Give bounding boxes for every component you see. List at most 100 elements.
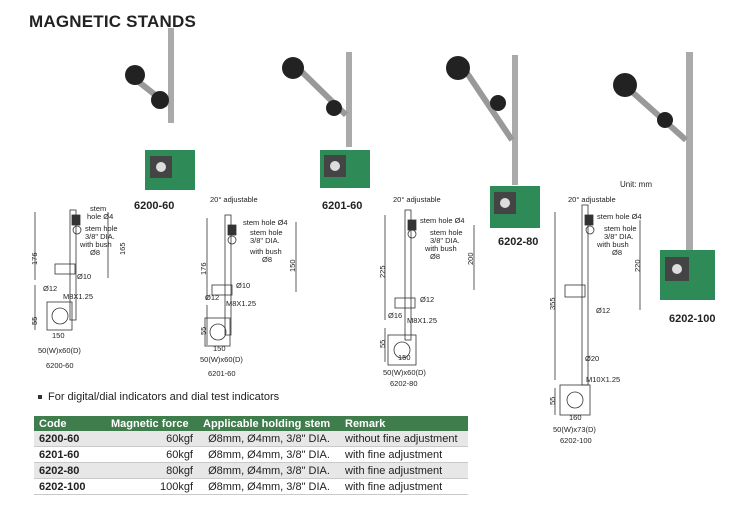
dimension-label: 176 bbox=[199, 262, 208, 275]
stem-hole-label: stem hole Ø4 bbox=[597, 212, 642, 221]
radius-label: 150 bbox=[398, 353, 411, 362]
thread-label: M8X1.25 bbox=[63, 292, 94, 301]
stem-hole-label: stem hole Ø4 bbox=[420, 216, 465, 225]
usage-note: For digital/dial indicators and dial tes… bbox=[38, 391, 279, 403]
stand-photo-6201-60 bbox=[282, 52, 370, 188]
table-cell: Ø8mm, Ø4mm, 3/8" DIA. bbox=[198, 446, 340, 463]
dimension-label: 165 bbox=[118, 242, 127, 255]
drawing-caption: 6202-100 bbox=[560, 436, 592, 445]
bush-diameter-label: Ø8 bbox=[90, 248, 101, 257]
stem-hole-dia-label: stem hole bbox=[250, 228, 283, 237]
stem-hole-dia-label: stem hole bbox=[430, 228, 463, 237]
column-header: Remark bbox=[340, 416, 468, 431]
dimension-label: 55 bbox=[548, 396, 557, 405]
dimension-label: 225 bbox=[378, 265, 387, 278]
stem-hole-label: stem bbox=[90, 204, 107, 213]
dimension-drawing-6202-100 bbox=[554, 204, 641, 416]
diameter-label: Ø12 bbox=[420, 295, 435, 304]
table-cell: Ø8mm, Ø4mm, 3/8" DIA. bbox=[198, 431, 340, 447]
base-size-label: 50(W)x60(D) bbox=[38, 346, 81, 355]
stem-hole-dia-label: 3/8" DIA. bbox=[604, 232, 634, 241]
stem-hole-label: hole Ø4 bbox=[87, 212, 114, 221]
dimension-label: 200 bbox=[466, 252, 475, 265]
stand-photo-6202-80 bbox=[446, 55, 540, 228]
diameter-label: Ø12 bbox=[205, 293, 220, 302]
table-cell: 6202-100 bbox=[34, 478, 106, 495]
table-cell: Ø8mm, Ø4mm, 3/8" DIA. bbox=[198, 462, 340, 479]
table-header-row: Code Magnetic force Applicable holding s… bbox=[34, 416, 468, 431]
column-header: Applicable holding stem bbox=[198, 416, 340, 431]
table-cell: 60kgf bbox=[106, 446, 198, 463]
bush-diameter-label: Ø8 bbox=[262, 255, 273, 264]
radius-label: 150 bbox=[52, 331, 65, 340]
table-cell: 6200-60 bbox=[34, 431, 106, 447]
table-cell: 100kgf bbox=[106, 478, 198, 495]
table-cell: with fine adjustment bbox=[340, 478, 468, 495]
stand-photo-6200-60 bbox=[125, 28, 195, 190]
thread-label: M8X1.25 bbox=[407, 316, 438, 325]
dimension-label: 355 bbox=[548, 297, 557, 310]
table-row: 6202-100 100kgf Ø8mm, Ø4mm, 3/8" DIA. wi… bbox=[34, 478, 468, 495]
table-row: 6201-60 60kgf Ø8mm, Ø4mm, 3/8" DIA. with… bbox=[34, 446, 468, 463]
adjustable-label: 20° adjustable bbox=[393, 195, 441, 204]
adjustable-label: 20° adjustable bbox=[568, 195, 616, 204]
table-cell: Ø8mm, Ø4mm, 3/8" DIA. bbox=[198, 478, 340, 495]
dimension-drawing-6202-80 bbox=[384, 209, 475, 366]
radius-label: 160 bbox=[569, 413, 582, 422]
diameter-label: Ø10 bbox=[236, 281, 251, 290]
spec-table: Code Magnetic force Applicable holding s… bbox=[34, 416, 468, 495]
unit-label: Unit: mm bbox=[620, 180, 652, 189]
table-row: 6202-80 80kgf Ø8mm, Ø4mm, 3/8" DIA. with… bbox=[34, 462, 468, 479]
adjustable-label: 20° adjustable bbox=[210, 195, 258, 204]
drawing-caption: 6200-60 bbox=[46, 361, 74, 370]
diameter-label: Ø12 bbox=[43, 284, 58, 293]
base-size-label: 50(W)x60(D) bbox=[200, 355, 243, 364]
table-cell: 60kgf bbox=[106, 431, 198, 447]
model-label: 6202-80 bbox=[498, 236, 539, 248]
table-cell: 80kgf bbox=[106, 462, 198, 479]
table-cell: 6201-60 bbox=[34, 446, 106, 463]
radius-label: 150 bbox=[213, 344, 226, 353]
stem-hole-dia-label: 3/8" DIA. bbox=[430, 236, 460, 245]
drawing-caption: 6201-60 bbox=[208, 369, 236, 378]
table-cell: with fine adjustment bbox=[340, 462, 468, 479]
drawing-caption: 6202-80 bbox=[390, 379, 418, 388]
dimension-drawing-6201-60 bbox=[204, 214, 297, 347]
dimension-label: 55 bbox=[378, 339, 387, 348]
stem-hole-dia-label: stem hole bbox=[85, 224, 118, 233]
thread-label: M10X1.25 bbox=[586, 375, 621, 384]
bush-label: with bush bbox=[250, 247, 282, 256]
bush-diameter-label: Ø8 bbox=[430, 252, 441, 261]
table-cell: without fine adjustment bbox=[340, 431, 468, 447]
diameter-label: Ø12 bbox=[596, 306, 611, 315]
bush-label: with bush bbox=[425, 244, 457, 253]
model-label: 6200-60 bbox=[134, 200, 175, 212]
dimension-label: 55 bbox=[199, 326, 208, 335]
bush-label: with bush bbox=[80, 240, 112, 249]
base-size-label: 50(W)x73(D) bbox=[553, 425, 596, 434]
dimension-label: 55 bbox=[30, 316, 39, 325]
stem-hole-dia-label: 3/8" DIA. bbox=[85, 232, 115, 241]
table-cell: with fine adjustment bbox=[340, 446, 468, 463]
table-cell: 6202-80 bbox=[34, 462, 106, 479]
model-label: 6202-100 bbox=[669, 313, 716, 325]
column-header: Code bbox=[34, 416, 106, 431]
table-row: 6200-60 60kgf Ø8mm, Ø4mm, 3/8" DIA. with… bbox=[34, 431, 468, 447]
diameter-label: Ø16 bbox=[388, 311, 403, 320]
dimension-label: 176 bbox=[30, 252, 39, 265]
bush-label: with bush bbox=[597, 240, 629, 249]
column-header: Magnetic force bbox=[106, 416, 198, 431]
diameter-label: Ø10 bbox=[77, 272, 92, 281]
thread-label: M8X1.25 bbox=[226, 299, 257, 308]
page-title: MAGNETIC STANDS bbox=[29, 12, 197, 31]
diameter-label: Ø20 bbox=[585, 354, 600, 363]
stem-hole-dia-label: 3/8" DIA. bbox=[250, 236, 280, 245]
dimension-drawing-6200-60 bbox=[34, 209, 109, 331]
dimension-label: 150 bbox=[288, 259, 297, 272]
stem-hole-label: stem hole Ø4 bbox=[243, 218, 288, 227]
stand-photo-6202-100 bbox=[613, 52, 715, 300]
dimension-label: 220 bbox=[633, 259, 642, 272]
stem-hole-dia-label: stem hole bbox=[604, 224, 637, 233]
base-size-label: 50(W)x60(D) bbox=[383, 368, 426, 377]
